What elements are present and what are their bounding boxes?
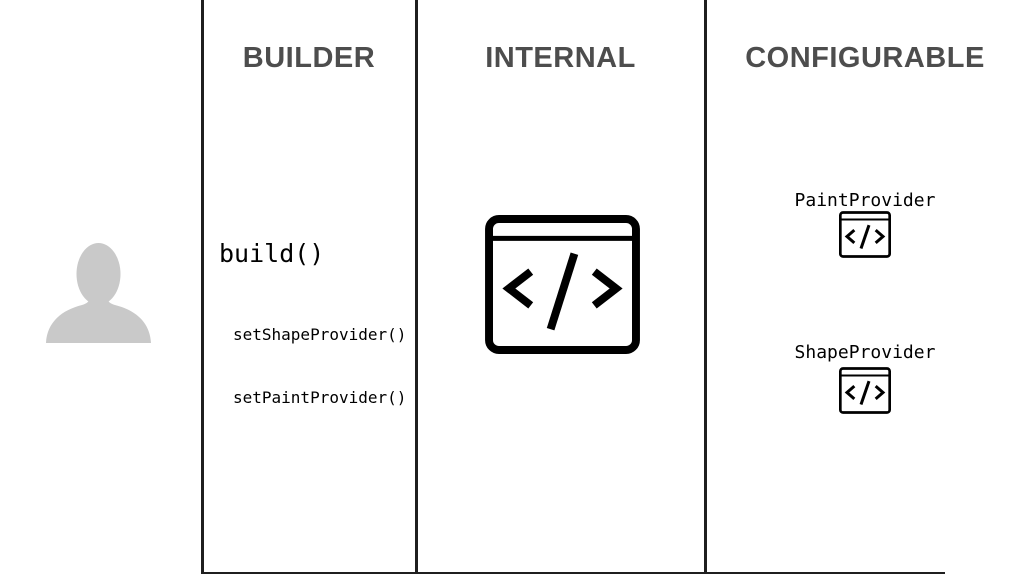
internal-column-title: INTERNAL xyxy=(485,42,636,74)
code-window-icon xyxy=(485,215,640,354)
builder-column-title: BUILDER xyxy=(242,42,376,74)
set-shape-provider-label: setShapeProvider() xyxy=(233,325,407,344)
columns-bottom-border xyxy=(201,571,945,574)
shape-provider-code-window-icon xyxy=(839,367,891,414)
shape-provider-label: ShapeProvider xyxy=(794,342,936,363)
paint-provider-label: PaintProvider xyxy=(794,190,936,211)
set-paint-provider-label: setPaintProvider() xyxy=(233,388,407,407)
builder-column-left-border xyxy=(201,0,204,574)
build-method-label: build() xyxy=(219,239,325,268)
user-silhouette-icon xyxy=(46,243,151,343)
builder-internal-divider xyxy=(415,0,418,574)
paint-provider-code-window-icon xyxy=(839,211,891,258)
internal-configurable-divider xyxy=(704,0,707,574)
configurable-column-title: CONFIGURABLE xyxy=(745,42,985,74)
